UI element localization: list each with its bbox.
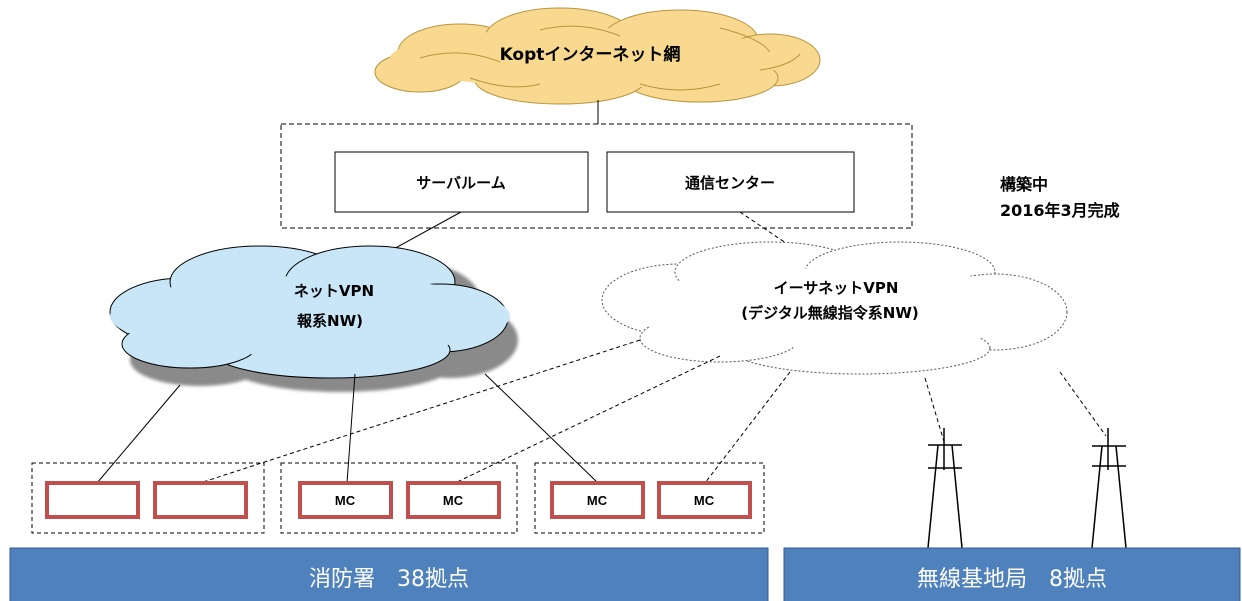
vpn-right-cloud: イーサネットVPN (デジタル無線指令系NW): [601, 241, 1068, 375]
status-line-1: 構築中: [1000, 175, 1048, 194]
server-room-label: サーバルーム: [416, 174, 505, 192]
terminal-4-label: MC: [443, 493, 464, 508]
terminal-5-label: MC: [587, 493, 608, 508]
radio-tower-2: [1091, 428, 1127, 549]
radio-base-label: 無線基地局 8拠点: [917, 567, 1107, 592]
status-line-2: 2016年3月完成: [1000, 201, 1120, 220]
vpn-left-line-1: ネットVPN: [294, 282, 374, 300]
terminal-1: [45, 481, 140, 519]
terminal-group-2: [280, 462, 518, 534]
comm-center-label: 通信センター: [685, 174, 775, 192]
vpn-right-line-1: イーサネットVPN: [774, 279, 899, 297]
terminal-4: [406, 481, 501, 519]
terminal-group-3: [534, 462, 765, 534]
internet-label: Koptインターネット網: [500, 44, 681, 65]
vpn-left-links: [96, 373, 599, 484]
comm-center-box: [606, 151, 855, 213]
fire-station-label: 消防署 38拠点: [309, 567, 469, 592]
terminal-3: [298, 481, 393, 519]
terminal-6-label: MC: [694, 493, 715, 508]
center-group: [280, 123, 913, 229]
terminal-2: [153, 481, 248, 519]
radio-base-bar: [783, 547, 1241, 601]
terminal-group-1: [31, 462, 265, 534]
vpn-left-cloud: ネットVPN 報系NW): [109, 245, 518, 392]
terminal-3-label: MC: [335, 493, 356, 508]
vpn-right-line-2: (デジタル無線指令系NW): [741, 304, 919, 322]
server-room-box: [334, 151, 589, 213]
internet-cloud: Koptインターネット網: [374, 7, 821, 105]
terminal-5: [550, 481, 645, 519]
terminal-6: [657, 481, 752, 519]
radio-tower-1: [927, 428, 963, 549]
vpn-right-links: [199, 339, 1107, 484]
vpn-left-line-2: 報系NW): [297, 312, 363, 330]
fire-station-bar: [9, 547, 769, 601]
